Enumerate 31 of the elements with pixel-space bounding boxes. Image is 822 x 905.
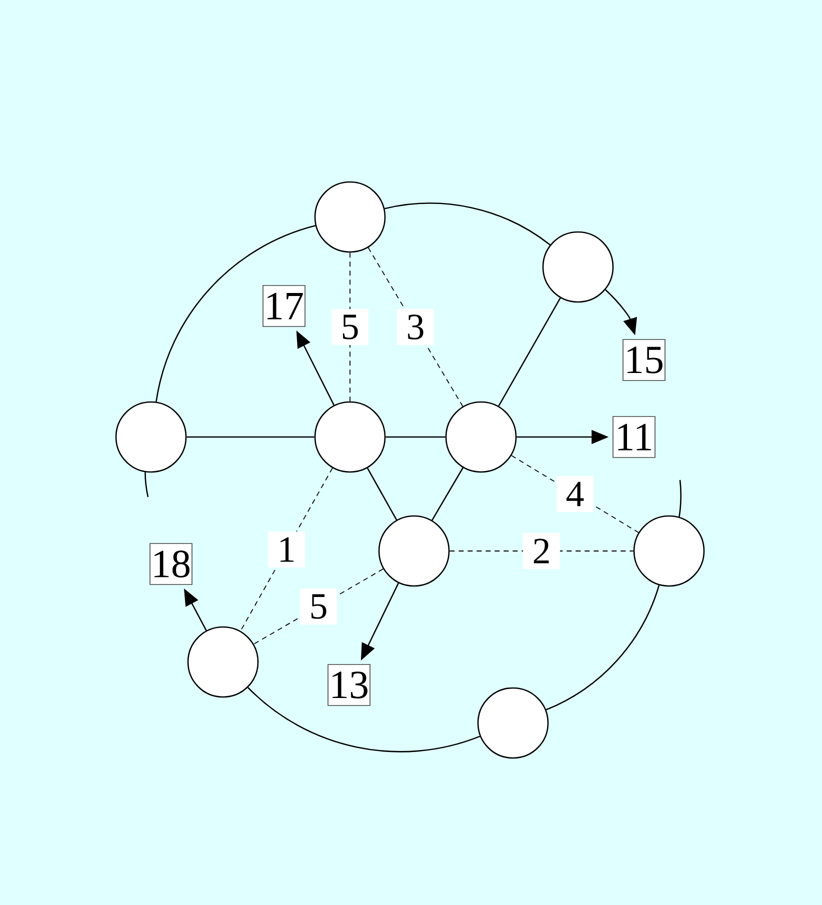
line [186, 436, 314, 438]
line [432, 467, 464, 521]
edge-label: 4 [556, 476, 594, 512]
number-box: 11 [612, 416, 656, 458]
edge-label: 5 [332, 309, 368, 345]
edge-label: 2 [523, 533, 560, 569]
circle-node [445, 401, 517, 473]
number-box: 15 [622, 339, 666, 381]
curved-line [678, 480, 682, 517]
number-box: 17 [262, 285, 306, 327]
curved-line [247, 687, 480, 752]
number-box: 13 [328, 664, 370, 706]
line [386, 436, 446, 438]
number-box: 18 [150, 543, 192, 585]
circle-node [542, 231, 614, 303]
circle-node [378, 515, 450, 587]
line [366, 468, 398, 520]
circle-node [314, 401, 386, 473]
edge-label: 1 [268, 532, 305, 568]
edge-label: 3 [397, 309, 434, 345]
curved-line [156, 225, 316, 402]
curved-line [384, 202, 550, 246]
circle-node [633, 515, 705, 587]
curved-line [546, 585, 660, 710]
line [498, 298, 561, 406]
edge-label: 5 [300, 588, 337, 624]
circle-node [187, 626, 259, 698]
circle-node [115, 401, 187, 473]
circle-node [477, 687, 549, 759]
curved-line [144, 472, 149, 498]
circle-node [314, 181, 386, 253]
